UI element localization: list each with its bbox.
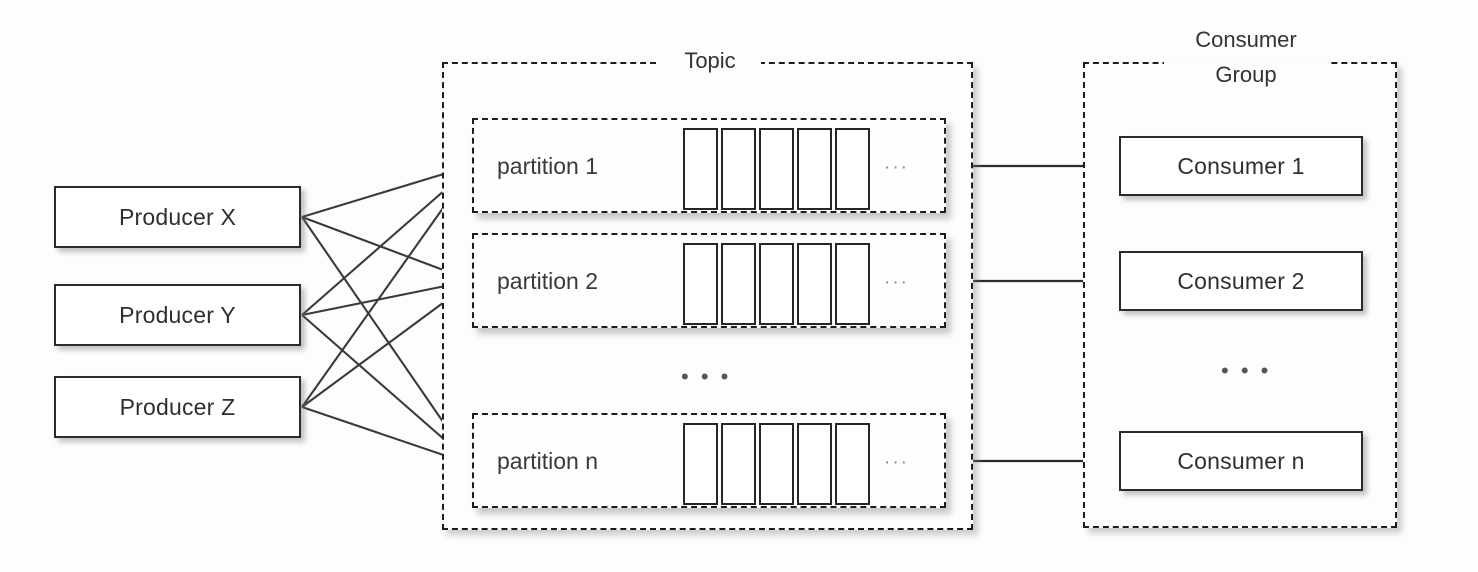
message-cell [683, 128, 718, 210]
partition-label: partition 1 [497, 153, 599, 179]
producer-label: Producer Z [119, 393, 236, 420]
topic-label: Topic [659, 48, 761, 75]
consumer-box-1[interactable]: Consumer 1 [1119, 136, 1363, 196]
consumer-group-label-line2: Group [1164, 62, 1328, 89]
consumer-label: Consumer 2 [1177, 267, 1305, 294]
consumer-label: Consumer 1 [1177, 152, 1305, 179]
message-cell [797, 423, 832, 505]
producer-box-z[interactable]: Producer Z [54, 376, 301, 438]
message-cell [721, 243, 756, 325]
producer-label: Producer X [118, 203, 237, 230]
partition-trailing-ellipsis: ··· [884, 452, 909, 473]
consumer-box-n[interactable]: Consumer n [1119, 431, 1363, 491]
producer-box-x[interactable]: Producer X [54, 186, 301, 248]
partition-trailing-ellipsis: ··· [884, 272, 909, 293]
topic-partitions-ellipsis: • • • [681, 364, 732, 389]
message-cell [683, 243, 718, 325]
consumer-group-ellipsis: • • • [1221, 358, 1272, 383]
message-cell [721, 128, 756, 210]
message-cell [759, 423, 794, 505]
message-cell [683, 423, 718, 505]
consumer-group-label-line1: Consumer [1164, 27, 1328, 54]
partition-label: partition 2 [497, 268, 599, 294]
message-cell [797, 243, 832, 325]
partition-trailing-ellipsis: ··· [884, 157, 909, 178]
partition-label: partition n [497, 448, 599, 474]
consumer-box-2[interactable]: Consumer 2 [1119, 251, 1363, 311]
message-cell [721, 423, 756, 505]
message-cell [759, 128, 794, 210]
producer-box-y[interactable]: Producer Y [54, 284, 301, 346]
message-cell [835, 128, 870, 210]
message-cell [797, 128, 832, 210]
message-cell [835, 423, 870, 505]
message-cell [759, 243, 794, 325]
producer-label: Producer Y [119, 301, 236, 328]
consumer-label: Consumer n [1177, 447, 1305, 474]
message-cell [835, 243, 870, 325]
